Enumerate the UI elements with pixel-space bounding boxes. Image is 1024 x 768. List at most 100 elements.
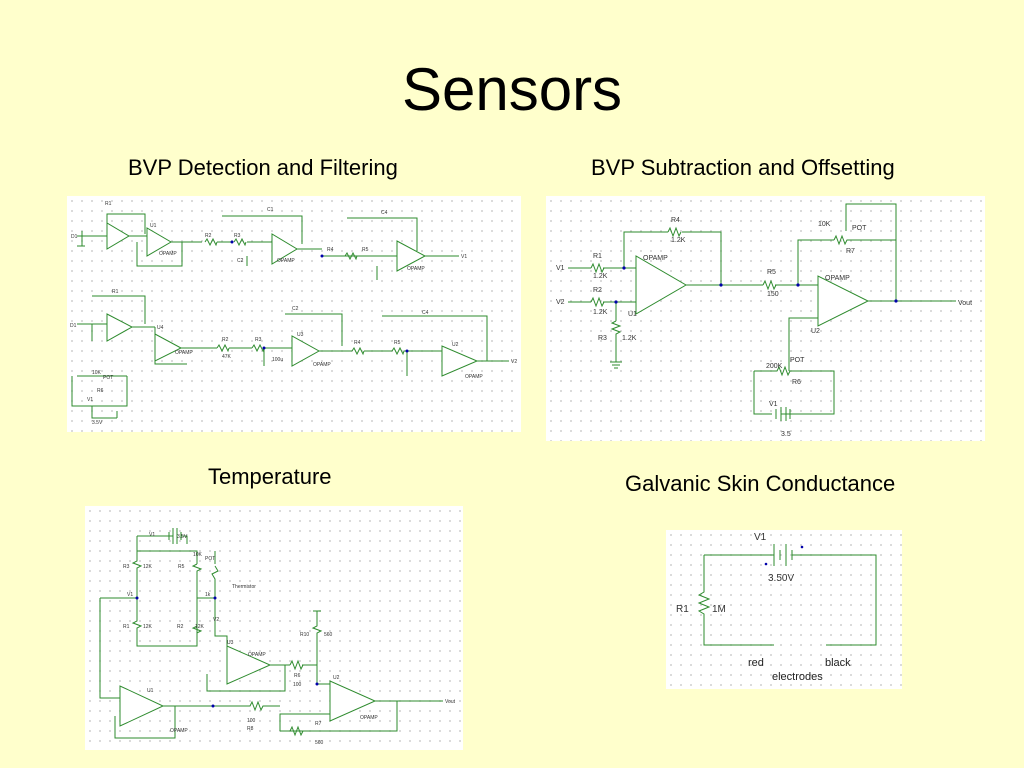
svg-text:U4: U4 bbox=[157, 325, 164, 331]
label-r2: R2 bbox=[177, 624, 184, 630]
svg-text:R5: R5 bbox=[362, 247, 369, 253]
label-v1-battery: V1 bbox=[769, 401, 778, 408]
label-r1: R1 bbox=[123, 624, 130, 630]
label-v2-input: V2 bbox=[556, 299, 565, 306]
caption-gsc: Galvanic Skin Conductance bbox=[625, 471, 896, 496]
label-r2-value: 12K bbox=[195, 624, 205, 630]
label-r6-pot: POT bbox=[790, 357, 805, 364]
svg-text:R2: R2 bbox=[222, 337, 229, 343]
label-v1: V1 bbox=[754, 532, 767, 543]
label-r3-value: 12K bbox=[143, 564, 153, 570]
temperature-schematic: V1 3.5V R3 12K 10K POT R5 Thermistor 1k … bbox=[85, 506, 463, 750]
caption-bvp-subtraction: BVP Subtraction and Offsetting bbox=[591, 155, 895, 180]
label-r6-value: 200K bbox=[766, 363, 783, 370]
label-u2: U2 bbox=[333, 675, 340, 681]
svg-text:C2: C2 bbox=[292, 306, 299, 312]
label-r1: R1 bbox=[593, 253, 602, 260]
svg-text:V2: V2 bbox=[511, 359, 517, 365]
label-u2: U2 bbox=[811, 328, 820, 335]
svg-text:10K: 10K bbox=[92, 370, 102, 376]
label-r5-pot: POT bbox=[205, 556, 215, 562]
label-r1-value: 1.2K bbox=[593, 273, 608, 280]
label-r7-value: 560 bbox=[315, 740, 324, 746]
svg-text:U3: U3 bbox=[297, 332, 304, 338]
label-r5: R5 bbox=[767, 269, 776, 276]
label-r8-value: 100 bbox=[247, 718, 256, 724]
label-r3: R3 bbox=[123, 564, 130, 570]
svg-text:V1: V1 bbox=[87, 397, 93, 403]
label-r2-value: 1.2K bbox=[593, 309, 608, 316]
svg-text:C1: C1 bbox=[267, 207, 274, 213]
label-r5-value: 10K bbox=[193, 552, 203, 558]
svg-text:C4: C4 bbox=[422, 310, 429, 316]
svg-text:R2: R2 bbox=[205, 233, 212, 239]
label-r5: R5 bbox=[178, 564, 185, 570]
label-r7: R7 bbox=[315, 721, 322, 727]
svg-text:R3: R3 bbox=[255, 337, 262, 343]
label-v1-input: V1 bbox=[556, 265, 565, 272]
label-opamp-2: OPAMP bbox=[825, 275, 850, 282]
label-v1-source: V1 bbox=[149, 532, 155, 538]
svg-text:V1: V1 bbox=[461, 254, 467, 260]
label-v1-battery-value: 3.5 bbox=[781, 431, 791, 438]
label-u1: U1 bbox=[147, 688, 154, 694]
label-r1-value: 12K bbox=[143, 624, 153, 630]
label-r10-value: 560 bbox=[324, 632, 333, 638]
label-r3-value: 1.2K bbox=[622, 335, 637, 342]
svg-text:R4: R4 bbox=[354, 340, 361, 346]
label-black: black bbox=[825, 657, 851, 669]
bvp-detection-schematic: R1 D1 U1 OPAMP R2 R3 C1 OPAMP C2 R4 R5 C… bbox=[67, 196, 521, 432]
label-opamp-u3: OPAMP bbox=[248, 652, 266, 658]
bvp-subtraction-schematic: R4 1.2K R1 1.2K R2 1.2K R3 1.2K V1 V2 OP… bbox=[546, 196, 985, 441]
svg-text:OPAMP: OPAMP bbox=[407, 266, 425, 272]
label-v1-node: V1 bbox=[127, 592, 133, 598]
label-r6: R6 bbox=[792, 379, 801, 386]
svg-text:U2: U2 bbox=[452, 342, 459, 348]
svg-text:C2: C2 bbox=[237, 258, 244, 264]
label-v1-value: 3.50V bbox=[768, 573, 794, 584]
svg-text:R6: R6 bbox=[97, 388, 104, 394]
svg-text:R5: R5 bbox=[394, 340, 401, 346]
svg-text:100u: 100u bbox=[272, 357, 283, 363]
label-r6-value: 100 bbox=[293, 682, 302, 688]
label-r6: R6 bbox=[294, 673, 301, 679]
svg-text:R1: R1 bbox=[112, 289, 119, 295]
label-red: red bbox=[748, 657, 764, 669]
label-v2-node: V2 bbox=[213, 617, 219, 623]
label-thermistor: Thermistor bbox=[232, 584, 256, 590]
label-r1: R1 bbox=[676, 604, 689, 615]
label-electrodes: electrodes bbox=[772, 671, 823, 683]
label-r1-value: 1M bbox=[712, 604, 726, 615]
label-opamp-u1: OPAMP bbox=[170, 728, 188, 734]
svg-text:D1: D1 bbox=[71, 234, 78, 240]
label-thermistor-value: 1k bbox=[205, 592, 211, 598]
label-u3: U3 bbox=[227, 640, 234, 646]
svg-text:R4: R4 bbox=[327, 247, 334, 253]
svg-text:R1: R1 bbox=[105, 201, 112, 207]
label-r2: R2 bbox=[593, 287, 602, 294]
label-r5-value: 150 bbox=[767, 291, 779, 298]
svg-text:R3: R3 bbox=[234, 233, 241, 239]
label-r8: R8 bbox=[247, 726, 254, 732]
label-r7: R7 bbox=[846, 248, 855, 255]
label-vout: Vout bbox=[958, 300, 972, 307]
svg-text:U1: U1 bbox=[150, 223, 157, 229]
svg-text:C4: C4 bbox=[381, 210, 388, 216]
svg-text:OPAMP: OPAMP bbox=[465, 374, 483, 380]
label-r7-pot: POT bbox=[852, 225, 867, 232]
bvp-detection-top-chain: R1 D1 U1 OPAMP R2 R3 C1 OPAMP C2 R4 R5 C… bbox=[71, 201, 467, 280]
label-r10: R10 bbox=[300, 632, 309, 638]
slide-title: Sensors bbox=[401, 56, 623, 123]
label-opamp-u2: OPAMP bbox=[360, 715, 378, 721]
svg-text:OPAMP: OPAMP bbox=[313, 362, 331, 368]
label-v1-source-value: 3.5V bbox=[177, 534, 188, 540]
svg-text:3.5V: 3.5V bbox=[92, 420, 103, 426]
caption-temperature: Temperature bbox=[208, 464, 332, 489]
caption-bvp-detection: BVP Detection and Filtering bbox=[128, 155, 398, 180]
svg-text:47K: 47K bbox=[222, 354, 232, 360]
svg-text:OPAMP: OPAMP bbox=[159, 251, 177, 257]
label-r4: R4 bbox=[671, 217, 680, 224]
gsr-schematic: V1 3.50V R1 1M red black electrodes bbox=[666, 530, 902, 689]
label-r4-value: 1.2K bbox=[671, 237, 686, 244]
label-opamp-1: OPAMP bbox=[643, 255, 668, 262]
